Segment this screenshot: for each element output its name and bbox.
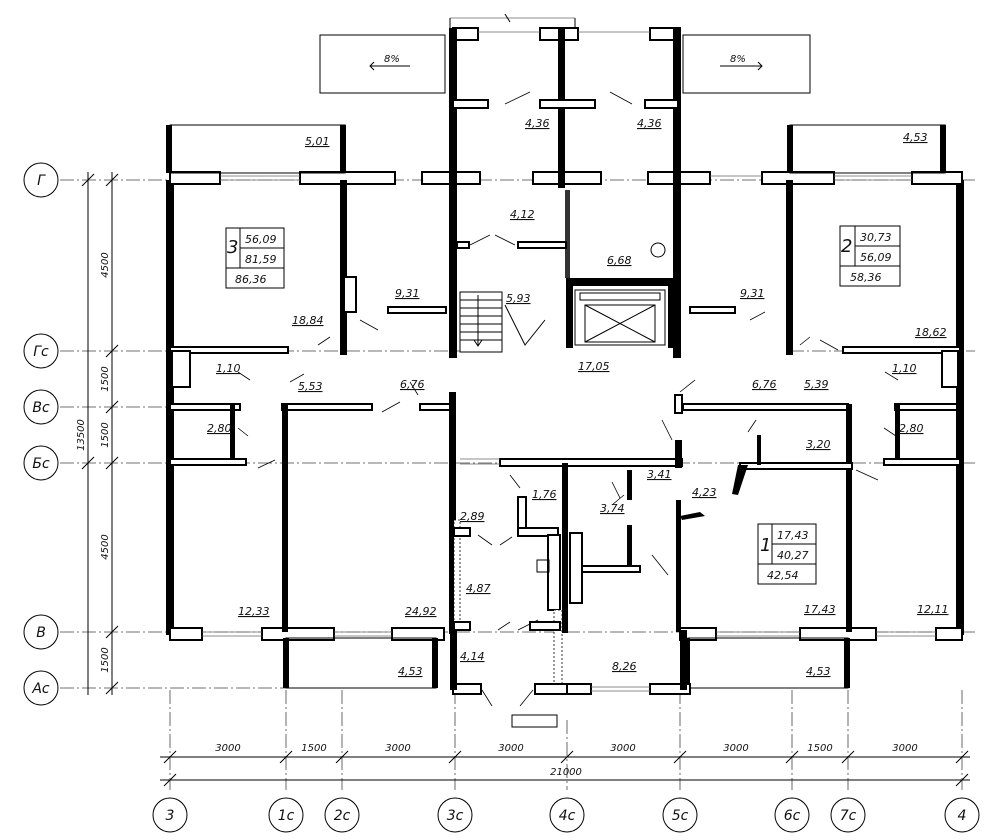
apartment-useful-area: 40,27 — [777, 549, 809, 562]
area-label: 2,89 — [460, 510, 485, 523]
area-label: 6,76 — [400, 378, 425, 391]
dimension-label: 4500 — [100, 252, 111, 277]
apartment-number: 2 — [841, 236, 852, 257]
area-label: 2,80 — [899, 422, 924, 435]
axis-label: 4с — [559, 808, 576, 824]
area-label: 4,53 — [398, 665, 423, 678]
apartment-useful-area: 81,59 — [245, 253, 277, 266]
dimension-label: 1500 — [807, 743, 832, 754]
area-label: 5,39 — [804, 378, 829, 391]
apartment-box-3: 3 56,09 81,59 86,36 — [225, 227, 285, 289]
area-label: 5,01 — [305, 135, 330, 148]
area-label: 12,33 — [238, 605, 270, 618]
stair-tower-top — [449, 13, 681, 358]
area-label: 4,12 — [510, 208, 535, 221]
dimension-label: 3000 — [498, 743, 523, 754]
area-label: 1,10 — [216, 362, 241, 375]
dimension-label: 1500 — [301, 743, 326, 754]
area-label: 17,43 — [804, 603, 836, 616]
dimension-label: 1500 — [100, 647, 111, 672]
dimension-label: 3000 — [385, 743, 410, 754]
apartment-useful-area: 56,09 — [860, 251, 892, 264]
area-label: 18,62 — [915, 326, 947, 339]
area-label: 6,76 — [752, 378, 777, 391]
area-label: 5,93 — [506, 292, 531, 305]
dimension-label: 3000 — [610, 743, 635, 754]
area-label: 6,68 — [607, 254, 632, 267]
area-label: 8,26 — [612, 660, 637, 673]
dimension-label: 3000 — [723, 743, 748, 754]
area-label: 24,92 — [405, 605, 437, 618]
area-label: 3,74 — [600, 502, 625, 515]
apartment-total-area: 58,36 — [850, 271, 882, 284]
dimension-label: 3000 — [215, 743, 240, 754]
axis-label: 6с — [784, 808, 801, 824]
ramp-left — [319, 34, 446, 94]
area-label: 1,76 — [532, 488, 557, 501]
area-label: 2,80 — [207, 422, 232, 435]
axis-label: 5с — [672, 808, 689, 824]
apartment-number: 3 — [227, 237, 238, 258]
area-label: 17,05 — [578, 360, 610, 373]
column-axis-markers: 3 1с 2с 3с 4с 5с 6с 7с 4 — [152, 797, 980, 833]
area-label: 4,53 — [903, 131, 928, 144]
row-axis-lines — [60, 179, 975, 689]
area-label: 4,36 — [525, 117, 550, 130]
entrance-bottom — [450, 630, 691, 728]
dimension-label: 1500 — [100, 422, 111, 447]
dimension-total: 13500 — [76, 419, 87, 451]
apartment-total-area: 86,36 — [235, 273, 267, 286]
apartment-right-walls — [674, 180, 961, 632]
axis-label: 7с — [840, 808, 857, 824]
axis-label: Вс — [32, 400, 50, 416]
area-label: 4,23 — [692, 486, 717, 499]
area-label: 4,87 — [466, 582, 491, 595]
area-label: 4,53 — [806, 665, 831, 678]
area-label: 1,10 — [892, 362, 917, 375]
axis-label: 1с — [278, 808, 295, 824]
area-label: 4,14 — [460, 650, 485, 663]
row-axis-markers: Г Гс Вс Бс В Ас — [23, 162, 59, 706]
bottom-dimension-chain: 3000 1500 3000 3000 3000 3000 1500 3000 … — [160, 743, 970, 787]
apartment-left-walls — [169, 180, 456, 634]
apartment-living-area: 56,09 — [245, 233, 277, 246]
room-area-labels: 5,01 4,53 4,36 4,36 4,12 9,31 9,31 5,93 … — [207, 117, 949, 678]
apartment-living-area: 17,43 — [777, 529, 809, 542]
apartment-living-area: 30,73 — [860, 231, 892, 244]
area-label: 3,20 — [806, 438, 831, 451]
apartment-total-area: 42,54 — [767, 569, 799, 582]
dimension-label: 1500 — [100, 366, 111, 391]
axis-label: В — [36, 625, 46, 641]
apartment-bottom-walls — [453, 419, 853, 691]
axis-label: Г — [37, 173, 46, 189]
axis-label: Ас — [31, 681, 50, 697]
area-label: 3,41 — [647, 468, 672, 481]
axis-label: 3с — [447, 808, 464, 824]
axis-label: Гс — [33, 344, 49, 360]
left-dimension-chain: 4500 1500 1500 4500 1500 13500 — [76, 172, 119, 695]
dimension-total: 21000 — [550, 767, 582, 778]
ramp-right — [682, 34, 811, 94]
area-label: 18,84 — [292, 314, 324, 327]
axis-label: 4 — [958, 808, 967, 824]
area-label: 9,31 — [740, 287, 765, 300]
ramp-right-slope: 8% — [730, 54, 746, 65]
dimension-label: 4500 — [100, 534, 111, 559]
apartment-number: 1 — [760, 535, 771, 556]
area-label: 9,31 — [395, 287, 420, 300]
lift-shaft — [566, 242, 675, 348]
axis-label: Бс — [32, 456, 50, 472]
area-label: 12,11 — [917, 603, 949, 616]
ramp-left-slope: 8% — [384, 54, 400, 65]
dimension-label: 3000 — [892, 743, 917, 754]
column-axis-lines — [169, 690, 963, 790]
apartment-box-2: 2 30,73 56,09 58,36 — [839, 225, 901, 287]
axis-label: 2с — [334, 808, 351, 824]
apartment-box-1: 1 17,43 40,27 42,54 — [757, 523, 817, 585]
stair-flight — [459, 291, 546, 353]
area-label: 4,36 — [637, 117, 662, 130]
axis-label: 3 — [166, 808, 175, 824]
area-label: 5,53 — [298, 380, 323, 393]
